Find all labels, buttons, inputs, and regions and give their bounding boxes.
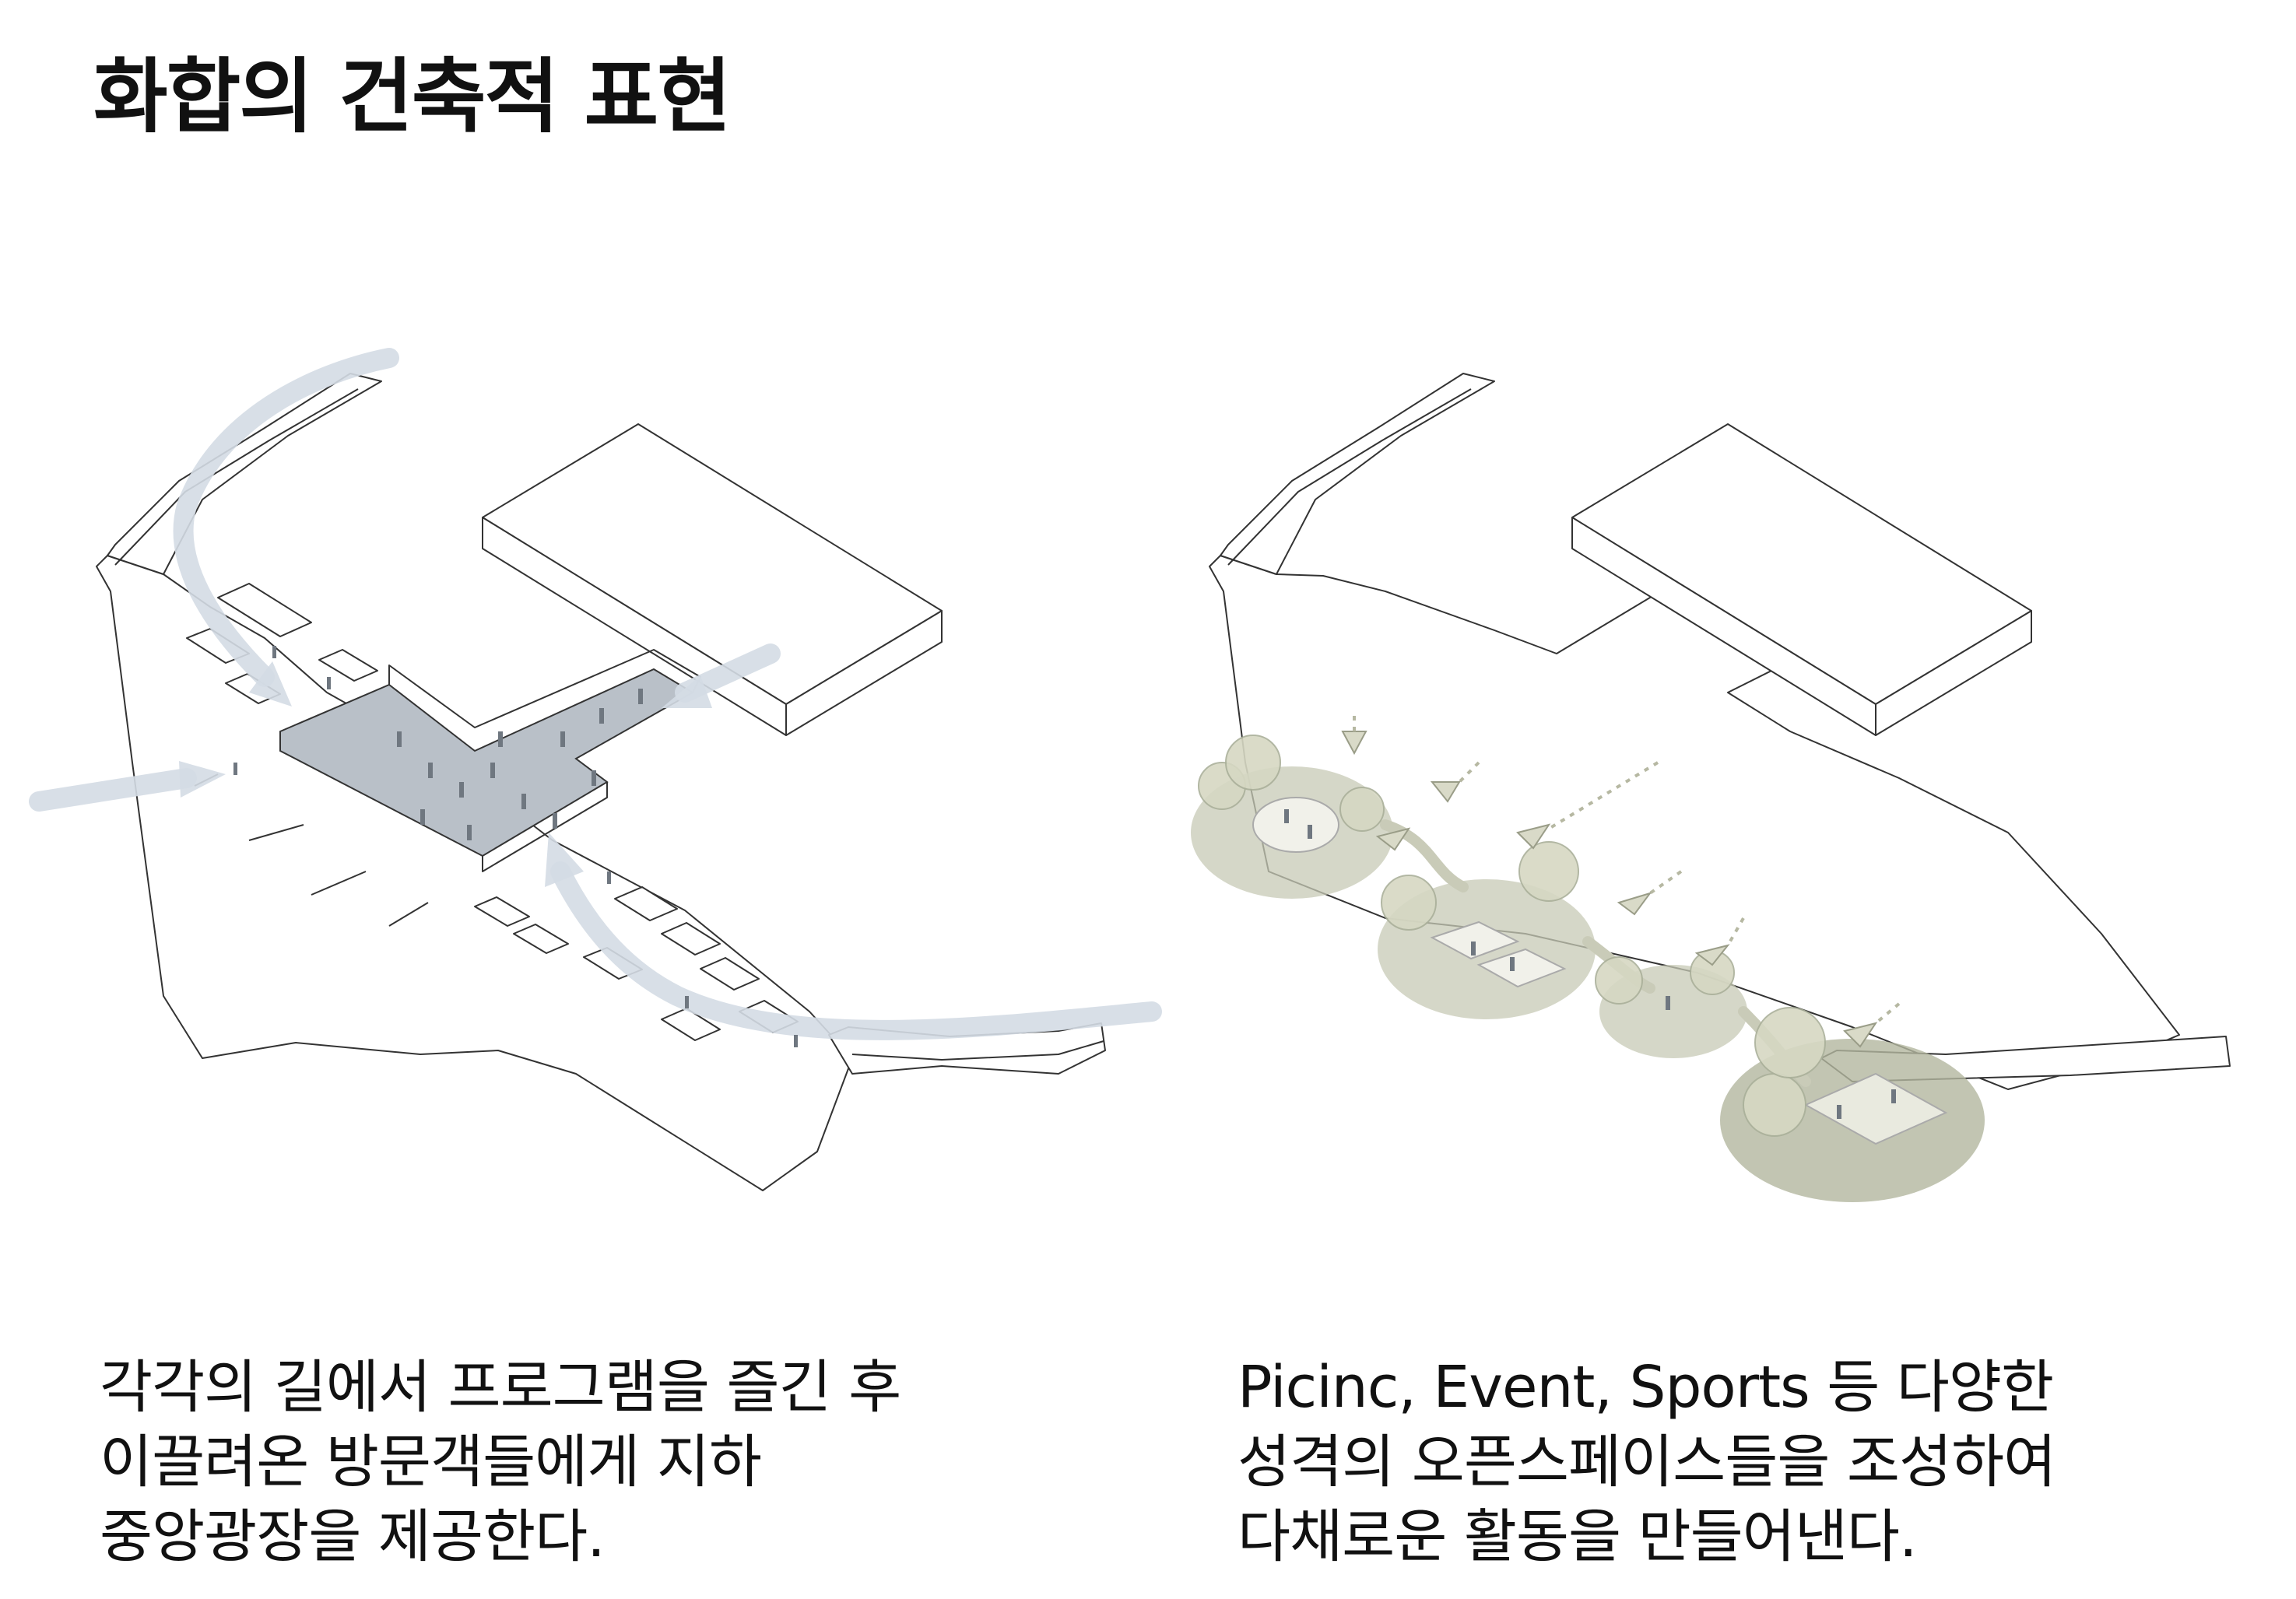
building-front xyxy=(1875,610,2032,736)
building-front xyxy=(785,610,943,736)
plaza-caption-line: 중앙광장을 제공한다. xyxy=(100,1503,606,1570)
open-space-arrows xyxy=(1341,731,1878,1048)
plaza-axonometric-diagram xyxy=(16,327,1167,1292)
open-space-caption-line: 다채로운 활동을 만들어낸다. xyxy=(1238,1503,1918,1570)
flow-arrow-north xyxy=(173,348,399,687)
page-title: 화합의 건축적 표현 xyxy=(93,49,732,144)
flow-arrow-west xyxy=(29,768,197,812)
upper-bridge-deck xyxy=(107,373,382,575)
upper-bridge-deck xyxy=(1220,373,1495,575)
lower-bridge-edge xyxy=(851,1040,1104,1061)
upper-bridge-edge xyxy=(1227,388,1472,566)
plaza-axonometric-svg xyxy=(29,348,1162,1191)
plaza-caption: 각각의 길에서 프로그램을 즐긴 후 이끌려온 방문객들에게 지하 중앙광장을 … xyxy=(100,1350,901,1574)
flow-arrow-south xyxy=(550,861,1162,1040)
open-space-axonometric-diagram xyxy=(1152,327,2296,1292)
plaza-caption-line: 이끌려온 방문객들에게 지하 xyxy=(100,1429,762,1496)
central-plaza xyxy=(279,668,694,857)
upper-bridge-edge xyxy=(114,388,359,566)
open-space-caption-line: Picinc, Event, Sports 등 다양한 xyxy=(1238,1354,2054,1421)
terrain-lines xyxy=(194,773,429,927)
people-figures xyxy=(233,646,798,1047)
open-space-caption-line: 성격의 오픈스페이스들을 조성하여 xyxy=(1238,1429,2056,1496)
plaza-caption-line: 각각의 길에서 프로그램을 즐긴 후 xyxy=(100,1354,901,1421)
people-figures xyxy=(1284,809,1896,1119)
open-space-caption: Picinc, Event, Sports 등 다양한 성격의 오픈스페이스들을… xyxy=(1238,1350,2056,1574)
arrow-trails xyxy=(1353,716,1901,1025)
tree-group xyxy=(1198,735,1826,1137)
open-space-axonometric-svg xyxy=(1191,373,2231,1202)
